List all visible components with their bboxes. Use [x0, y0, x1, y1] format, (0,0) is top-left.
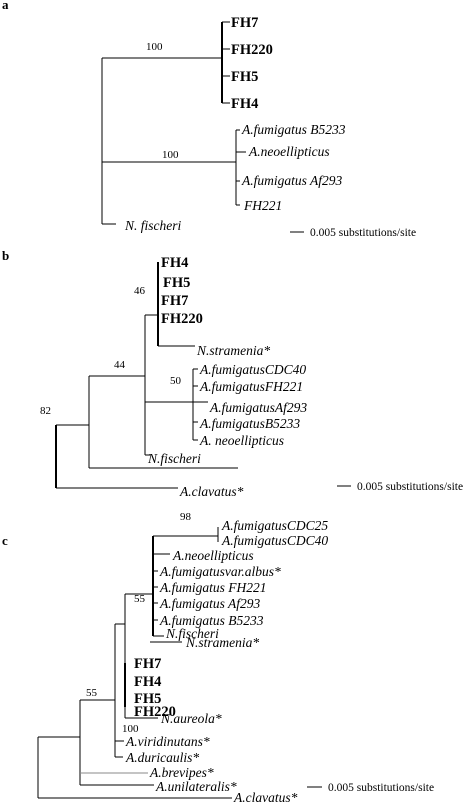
leaf-label: A.fumigatusvar.albus* — [159, 564, 281, 579]
scale-label: 0.005 substitutions/site — [328, 782, 434, 794]
leaf-label: A.viridinutans* — [125, 734, 210, 749]
bootstrap-value: 55 — [134, 593, 146, 605]
scale-bar: 0.005 substitutions/site — [290, 227, 416, 239]
leaf-label: A.fumigatusAf293 — [209, 400, 307, 415]
leaf-label: FH5 — [163, 275, 190, 291]
leaf-label: A. neoellipticus — [199, 433, 284, 448]
leaf-label: N. fischeri — [124, 218, 181, 233]
bootstrap-value: 100 — [146, 41, 163, 53]
leaf-label: A.brevipes* — [149, 765, 214, 780]
leaf-label: A.fumigatus Af293 — [159, 596, 261, 611]
leaf-label: FH5 — [134, 691, 161, 707]
leaf-label: FH220 — [231, 42, 273, 58]
leaf-label: FH7 — [231, 15, 258, 31]
leaf-label: A.clavatus* — [179, 484, 244, 499]
leaf-label: FH4 — [161, 255, 188, 271]
leaf-label: N.fischeri — [165, 626, 219, 641]
scale-label: 0.005 substitutions/site — [357, 481, 463, 493]
bootstrap-value: 50 — [170, 375, 182, 387]
scale-bar: 0.005 substitutions/site — [337, 481, 463, 493]
leaf-label: A.fumigatus Af293 — [241, 173, 343, 188]
leaf-label: A.duricaulis* — [125, 750, 199, 765]
leaf-label: N.fischeri — [147, 451, 201, 466]
leaf-label: N.stramenia* — [196, 343, 270, 358]
leaf-label: A.neoellipticus — [248, 144, 330, 159]
leaf-label: N.aureola* — [160, 711, 222, 726]
bootstrap-value: 55 — [86, 687, 98, 699]
bootstrap-value: 98 — [180, 511, 192, 523]
leaf-label: N.stramenia* — [185, 635, 259, 650]
leaf-label: A.fumigatusFH221 — [199, 379, 303, 394]
leaf-label: FH220 — [161, 311, 203, 327]
panel-c-letter: c — [2, 533, 8, 548]
bootstrap-value: 82 — [40, 405, 51, 417]
leaf-label: A.neoellipticus — [172, 548, 254, 563]
panel-a-letter: a — [2, 0, 9, 12]
leaf-label: A.fumigatusB5233 — [199, 416, 300, 431]
leaf-label: FH5 — [231, 69, 258, 85]
leaf-label: FH4 — [134, 674, 161, 690]
bootstrap-value: 44 — [114, 359, 126, 371]
leaf-label: A.fumigatusCDC25 — [221, 518, 328, 533]
panel-a: a 100 100 FH7 FH220 FH5 FH4 — [2, 0, 416, 239]
panel-c-branches — [37, 527, 232, 799]
panel-b: b 46 44 50 — [2, 248, 463, 499]
panel-b-letter: b — [2, 248, 9, 263]
leaf-label: FH221 — [243, 198, 282, 213]
leaf-label: A.fumigatusCDC40 — [221, 533, 328, 548]
scale-bar: 0.005 substitutions/site — [307, 782, 434, 794]
panel-c: c — [2, 511, 434, 804]
scale-label: 0.005 substitutions/site — [310, 227, 416, 239]
bootstrap-value: 100 — [122, 723, 139, 735]
bootstrap-value: 100 — [162, 149, 179, 161]
leaf-label: FH7 — [161, 293, 188, 309]
bootstrap-value: 46 — [134, 285, 146, 297]
leaf-label: A.fumigatus B5233 — [241, 122, 346, 137]
leaf-label: A.fumigatusCDC40 — [199, 362, 306, 377]
leaf-label: A.clavatus* — [233, 790, 298, 804]
leaf-label: A.fumigatus FH221 — [159, 580, 267, 595]
panel-a-branches — [101, 21, 246, 225]
leaf-label: FH220 — [134, 704, 176, 720]
leaf-label: A.unilateralis* — [155, 779, 237, 794]
leaf-label: FH4 — [231, 96, 258, 112]
leaf-label: FH7 — [134, 656, 161, 672]
panel-b-branches — [55, 262, 238, 489]
leaf-label: A.fumigatus B5233 — [159, 613, 264, 628]
